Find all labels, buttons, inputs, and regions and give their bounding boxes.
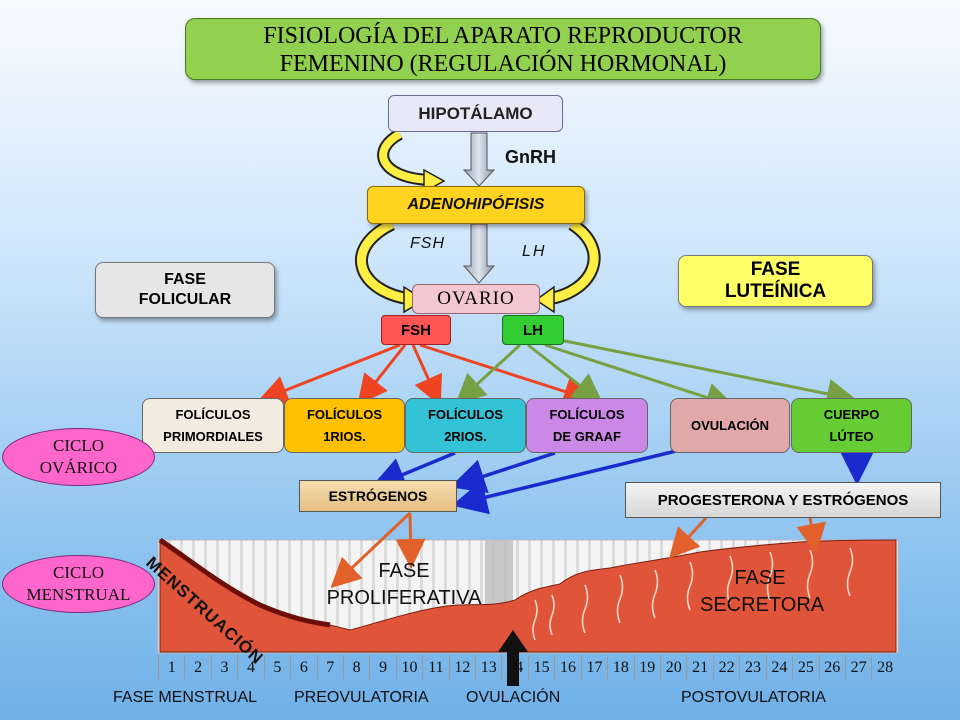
ovario-box: OVARIO	[412, 284, 540, 314]
day-number: 13	[475, 655, 501, 681]
bottom-label-preovulatoria: PREOVULATORIA	[294, 689, 429, 706]
fase-folicular-line1: FASE	[164, 271, 206, 288]
stage-luteo-line1: CUERPO	[823, 406, 880, 422]
fase-secretora-line2: SECRETORA	[700, 594, 825, 616]
day-number: 1	[158, 655, 184, 681]
day-number: 28	[871, 655, 897, 681]
day-number: 26	[818, 655, 845, 681]
day-number: 17	[580, 655, 607, 681]
day-number: 9	[369, 655, 395, 681]
stage-graaf-line1: FOLÍCULOS	[549, 406, 625, 422]
ciclo-menstrual-ellipse: CICLO MENSTRUAL	[2, 555, 155, 613]
stage-ovulacion-line1: OVULACIÓN	[691, 417, 769, 433]
ciclo-menstrual-line1: CICLO	[53, 563, 104, 582]
fase-folicular-box: FASE FOLICULAR	[95, 262, 275, 318]
ciclo-ovarico-line1: CICLO	[53, 436, 104, 455]
stage-cuerpo-luteo: CUERPO LÚTEO	[791, 398, 912, 453]
day-number: 14	[501, 655, 527, 681]
stage-primarios-line2: 1RIOS.	[323, 428, 366, 444]
bottom-label-menstrual: FASE MENSTRUAL	[113, 689, 258, 706]
fase-secretora-label: FASE SECRETORA	[700, 565, 825, 619]
ciclo-ovarico-line2: OVÁRICO	[39, 458, 118, 477]
day-number: 19	[633, 655, 660, 681]
day-number: 3	[210, 655, 237, 681]
stage-graaf-line2: DE GRAAF	[553, 428, 621, 444]
day-number: 6	[290, 655, 316, 681]
stage-primordiales-line2: PRIMORDIALES	[163, 428, 263, 444]
fase-luteinica-box: FASE LUTEÍNICA	[678, 255, 873, 307]
day-number: 16	[554, 655, 580, 681]
fase-luteinica-line2: LUTEÍNICA	[724, 281, 827, 302]
day-number: 25	[792, 655, 818, 681]
ovulation-arrow	[498, 630, 528, 686]
day-number: 12	[448, 655, 475, 681]
day-number: 27	[844, 655, 871, 681]
day-number: 15	[527, 655, 554, 681]
title-line-1: FISIOLOGÍA DEL APARATO REPRODUCTOR	[263, 23, 743, 49]
stage-primarios: FOLÍCULOS 1RIOS.	[284, 398, 405, 453]
day-number: 7	[316, 655, 343, 681]
title-line-2: FEMENINO (REGULACIÓN HORMONAL)	[279, 51, 727, 77]
stage-ovulacion: OVULACIÓN	[670, 398, 790, 453]
stage-primordiales: FOLÍCULOS PRIMORDIALES	[142, 398, 284, 453]
bottom-label-postovulatoria: POSTOVULATORIA	[681, 689, 826, 706]
stage-luteo-line2: LÚTEO	[829, 428, 874, 444]
ciclo-menstrual-line2: MENSTRUAL	[26, 585, 131, 604]
estrogenos-box: ESTRÓGENOS	[299, 480, 457, 512]
day-number: 20	[660, 655, 686, 681]
fsh-box: FSH	[381, 315, 451, 345]
fase-proliferativa-line1: FASE	[378, 560, 430, 582]
day-number: 5	[263, 655, 290, 681]
ciclo-ovarico-ellipse: CICLO OVÁRICO	[2, 428, 155, 486]
bottom-label-ovulacion: OVULACIÓN	[466, 689, 561, 706]
day-number: 18	[607, 655, 633, 681]
stage-secundarios-line2: 2RIOS.	[444, 428, 487, 444]
fase-proliferativa-label: FASE PROLIFERATIVA	[318, 558, 490, 612]
adenohipofisis-box: ADENOHIPÓFISIS	[367, 186, 585, 224]
fase-proliferativa-line2: PROLIFERATIVA	[326, 587, 482, 609]
fase-luteinica-line1: FASE	[750, 259, 801, 280]
fsh-lh-arrow	[462, 223, 496, 284]
lh-arrow-label: LH	[522, 243, 547, 260]
stage-graaf: FOLÍCULOS DE GRAAF	[526, 398, 648, 453]
day-number: 24	[765, 655, 792, 681]
day-number: 21	[686, 655, 712, 681]
stage-secundarios: FOLÍCULOS 2RIOS.	[405, 398, 526, 453]
fase-secretora-line1: FASE	[734, 567, 786, 589]
day-number: 10	[395, 655, 422, 681]
stage-primordiales-line1: FOLÍCULOS	[175, 406, 251, 422]
day-number: 8	[342, 655, 369, 681]
day-number: 11	[422, 655, 448, 681]
progesterona-box: PROGESTERONA Y ESTRÓGENOS	[625, 482, 941, 518]
fase-folicular-line2: FOLICULAR	[138, 291, 232, 308]
stage-primarios-line1: FOLÍCULOS	[306, 406, 383, 422]
day-number: 2	[184, 655, 210, 681]
day-number: 22	[712, 655, 739, 681]
stage-secundarios-line1: FOLÍCULOS	[427, 406, 504, 422]
day-number: 4	[237, 655, 263, 681]
lh-box: LH	[502, 315, 564, 345]
day-number: 23	[739, 655, 765, 681]
page-title: FISIOLOGÍA DEL APARATO REPRODUCTOR FEMEN…	[185, 18, 821, 80]
hipotalamo-box: HIPOTÁLAMO	[388, 95, 563, 132]
gnrh-label: GnRH	[505, 147, 556, 167]
gnrh-arrow	[462, 132, 496, 187]
fsh-arrow-label: FSH	[410, 235, 445, 252]
